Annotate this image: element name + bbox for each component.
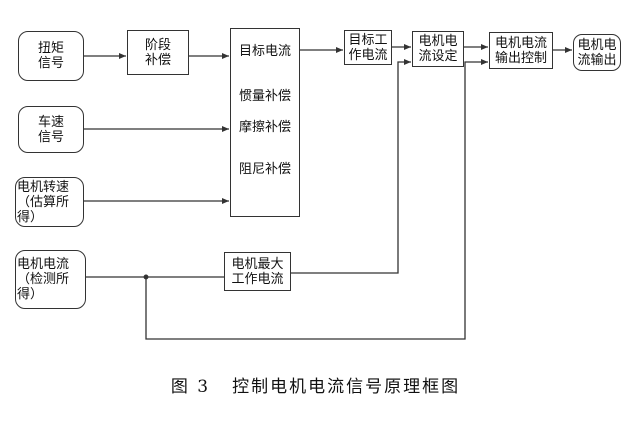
motor-max-working-current-node: 电机最大 工作电流 xyxy=(224,252,291,291)
figure-number: 图 3 xyxy=(170,377,211,397)
node-label: 电机电 xyxy=(418,34,458,49)
node-label: 输出控制 xyxy=(494,50,547,66)
node-label: （估算所 xyxy=(17,194,70,210)
node-label: 电机最大 xyxy=(231,256,284,272)
node-label: （检测所 xyxy=(17,272,70,287)
node-label: 电机电 xyxy=(577,37,617,53)
node-label: 得） xyxy=(17,287,44,302)
node-label: 作电流 xyxy=(348,47,388,63)
wire-measured-to-control xyxy=(145,59,488,340)
wire-max-to-setting xyxy=(290,59,411,274)
node-label: 电机电流 xyxy=(494,35,547,51)
node-label: 电机电流 xyxy=(17,257,70,272)
motor-current-output-control-node: 电机电流 输出控制 xyxy=(489,32,553,69)
node-label: 工作电流 xyxy=(231,271,284,287)
node-label: 流输出 xyxy=(577,52,617,68)
figure-title: 控制电机电流信号原理框图 xyxy=(232,377,461,397)
node-label: 目标工 xyxy=(348,32,388,48)
node-label: 车速 xyxy=(37,114,64,130)
node-label: 电机转速 xyxy=(17,179,70,195)
node-label: 阶段 xyxy=(144,37,171,53)
vehicle-speed-signal-node: 车速 信号 xyxy=(18,106,84,153)
stage-compensation-node: 阶段 补偿 xyxy=(127,30,189,75)
node-label: 扭矩 xyxy=(37,41,64,56)
motor-current-measured-node: 电机电流 （检测所 得） xyxy=(15,250,86,309)
motor-current-setting-node: 电机电 流设定 xyxy=(412,31,464,67)
node-label: 流设定 xyxy=(418,49,458,64)
motor-current-output-node: 电机电 流输出 xyxy=(573,34,621,71)
torque-signal-node: 扭矩 信号 xyxy=(18,31,84,81)
target-working-current-node: 目标工 作电流 xyxy=(344,30,392,65)
friction-compensation-label: 摩擦补偿 xyxy=(239,120,292,135)
node-label: 信号 xyxy=(37,129,64,145)
damping-compensation-label: 阻尼补偿 xyxy=(239,162,292,177)
target-current-label: 目标电流 xyxy=(239,44,292,59)
node-label: 补偿 xyxy=(144,52,171,68)
target-compensation-block: 目标电流 惯量补偿 摩擦补偿 阻尼补偿 xyxy=(230,28,300,217)
node-label: 得） xyxy=(17,209,44,225)
inertia-compensation-label: 惯量补偿 xyxy=(239,89,292,104)
motor-speed-estimated-node: 电机转速 （估算所 得） xyxy=(15,177,84,227)
node-label: 信号 xyxy=(37,56,64,71)
figure-caption: 图 3 控制电机电流信号原理框图 xyxy=(0,372,631,397)
